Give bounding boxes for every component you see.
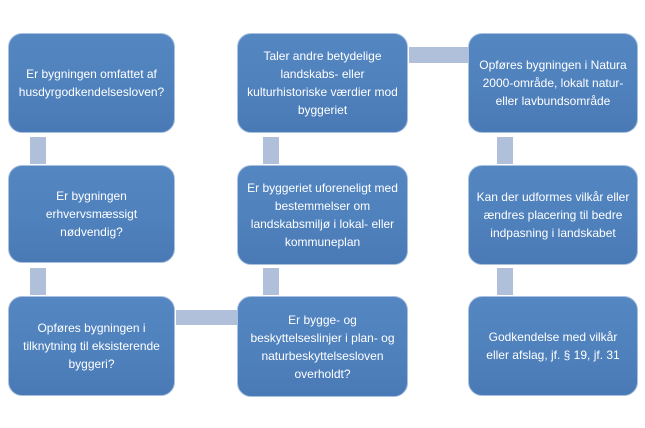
flow-box-label: Opføres bygningen i tilknytning til eksi… [23, 321, 160, 371]
flow-box-label: Er byggeriet uforeneligt med bestemmelse… [247, 181, 398, 249]
flow-box-label: Taler andre betydelige landskabs- eller … [247, 49, 398, 117]
flow-box-natura-2000-omraade: Opføres bygningen i Natura 2000-område, … [468, 33, 638, 133]
connector-left3-middle3 [176, 310, 237, 325]
flow-box-vilkaar-placering-landskab: Kan der udformes vilkår eller ændres pla… [468, 165, 638, 265]
flow-box-landskabs-kulturhistoriske-vaerdier: Taler andre betydelige landskabs- eller … [237, 33, 408, 133]
flow-box-label: Er bygningen erhvervsmæssigt nødvendig? [45, 189, 138, 239]
flow-box-bygge-beskyttelseslinjer: Er bygge- og beskyttelseslinjer i plan- … [237, 296, 408, 397]
flow-box-godkendelse-afslag: Godkendelse med vilkår eller afslag, jf.… [468, 296, 638, 396]
connector-left1-left2 [30, 137, 46, 164]
flow-box-label: Er bygge- og beskyttelseslinjer i plan- … [250, 312, 395, 381]
flow-box-label: Kan der udformes vilkår eller ændres pla… [476, 190, 630, 240]
flow-box-uforeneligt-lokal-kommuneplan: Er byggeriet uforeneligt med bestemmelse… [237, 165, 408, 265]
connector-right2-right3 [497, 268, 513, 295]
flow-box-label: Opføres bygningen i Natura 2000-område, … [479, 58, 627, 108]
connector-left2-left3 [30, 268, 46, 295]
flow-box-label: Godkendelse med vilkår eller afslag, jf.… [486, 330, 620, 362]
connector-right1-right2 [497, 137, 513, 164]
flow-box-husdyrgodkendelsesloven: Er bygningen omfattet af husdyrgodkendel… [8, 33, 175, 133]
flow-box-erhvervsmaessigt-noedvendig: Er bygningen erhvervsmæssigt nødvendig? [8, 165, 175, 263]
connector-middle2-middle3 [263, 268, 279, 295]
flow-box-tilknytning-eksisterende-byggeri: Opføres bygningen i tilknytning til eksi… [8, 296, 175, 396]
connector-middle1-right1 [409, 47, 468, 63]
flow-box-label: Er bygningen omfattet af husdyrgodkendel… [18, 67, 165, 99]
connector-middle1-middle2 [263, 137, 279, 164]
